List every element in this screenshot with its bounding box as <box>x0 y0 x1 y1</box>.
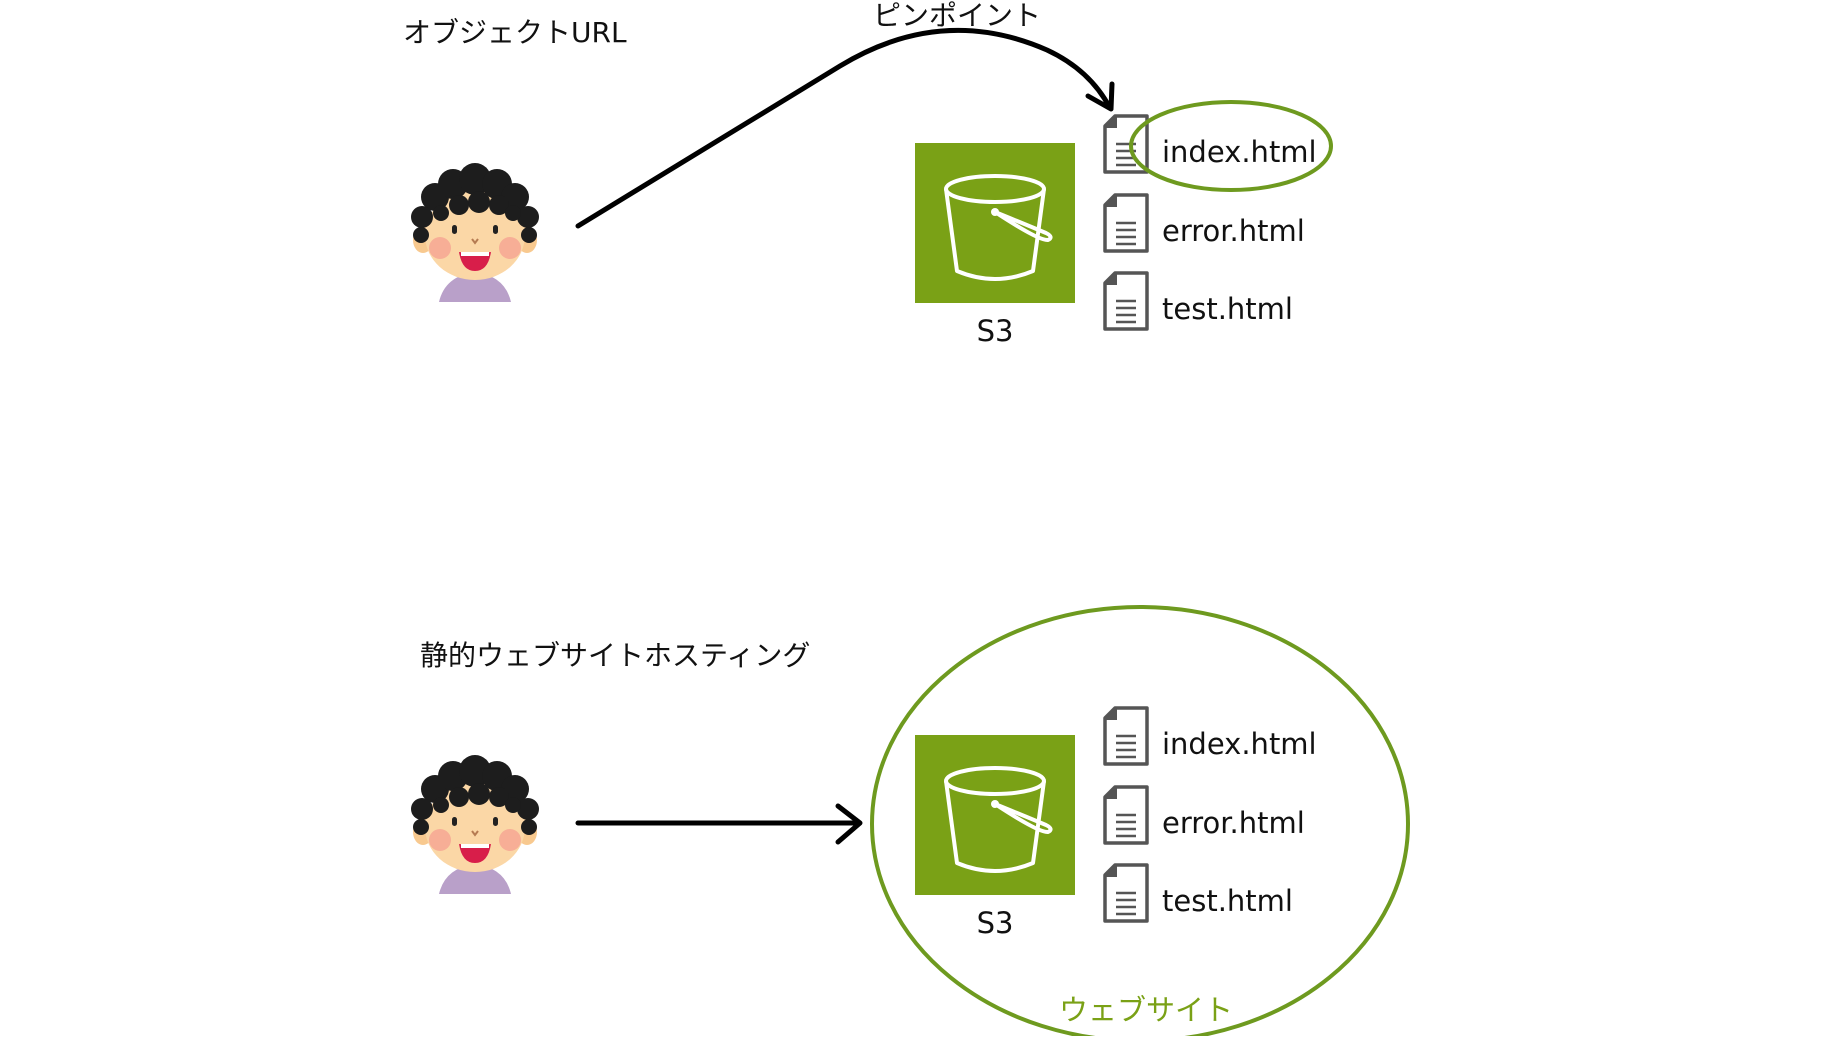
bucket-label: S3 <box>977 906 1014 940</box>
file-label-index: index.html <box>1162 135 1317 169</box>
person-avatar-icon <box>410 162 540 303</box>
s3-bucket-icon <box>913 141 1077 305</box>
document-file-icon <box>1103 785 1149 845</box>
file-label-index: index.html <box>1162 727 1317 761</box>
bucket-label: S3 <box>977 314 1014 348</box>
file-label-error: error.html <box>1162 806 1305 840</box>
arrow-label-pinpoint: ピンポイント <box>873 0 1041 32</box>
document-file-icon <box>1103 271 1149 331</box>
file-label-test: test.html <box>1162 884 1293 918</box>
document-file-icon <box>1103 706 1149 766</box>
website-region-label: ウェブサイト <box>1059 993 1233 1027</box>
document-file-icon <box>1103 193 1149 253</box>
arrow-head-icon <box>835 803 863 845</box>
file-label-error: error.html <box>1162 214 1305 248</box>
pinpoint-arrow <box>575 27 1113 229</box>
document-file-icon <box>1103 863 1149 923</box>
person-avatar-icon <box>410 754 540 895</box>
arrow-head-icon <box>1085 81 1115 112</box>
section-title-object-url: オブジェクトURL <box>403 16 627 49</box>
highlight-ellipse <box>1129 100 1333 192</box>
file-label-test: test.html <box>1162 292 1293 326</box>
s3-bucket-icon <box>913 733 1077 897</box>
website-region-ellipse <box>870 605 1410 1040</box>
section-title-static-hosting: 静的ウェブサイトホスティング <box>420 639 810 672</box>
